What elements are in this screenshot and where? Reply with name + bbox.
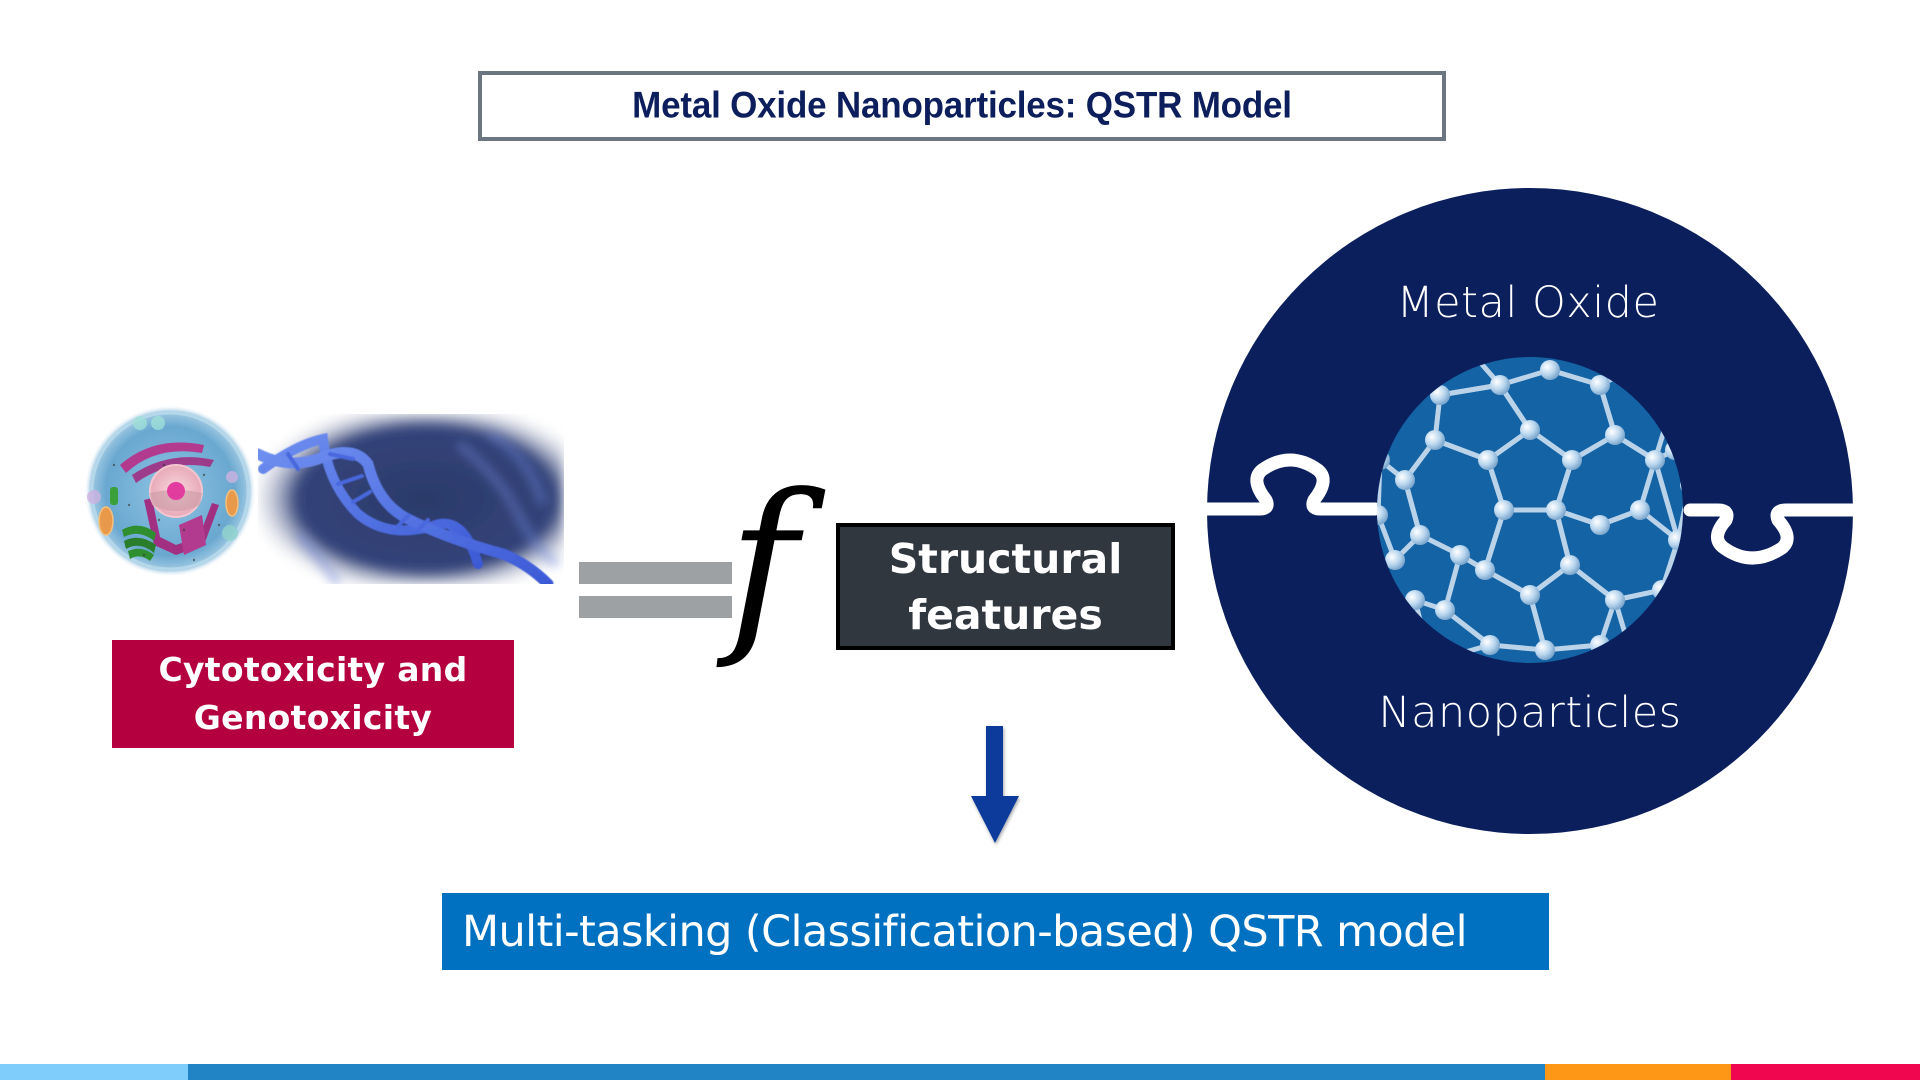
equals-icon-top-bar	[579, 562, 732, 584]
metal-oxide-label: Metal Oxide	[1396, 278, 1660, 328]
title-box: Metal Oxide Nanoparticles: QSTR Model	[478, 71, 1446, 141]
toxicity-label-line1: Cytotoxicity and	[158, 650, 468, 689]
toxicity-endpoint-box: Cytotoxicity and Genotoxicity	[112, 640, 514, 748]
toxicity-label-line2: Genotoxicity	[193, 698, 433, 737]
accent-segment-pink	[1731, 1064, 1920, 1080]
bottom-accent-bar	[0, 1064, 1920, 1080]
nanoparticles-label: Nanoparticles	[1378, 688, 1682, 738]
accent-segment-blue	[188, 1064, 1545, 1080]
function-symbol: f	[728, 454, 798, 673]
nanoparticle-puzzle-graphic: Metal Oxide Nanoparticles	[1200, 180, 1860, 840]
result-model-label: Multi-tasking (Classification-based) QST…	[462, 906, 1468, 957]
cell-illustration	[84, 405, 256, 577]
arrow-down-icon	[971, 726, 1019, 843]
puzzle-circle-icon	[1200, 188, 1860, 834]
features-label-line2: features	[908, 590, 1103, 639]
features-label-line1: Structural	[888, 534, 1123, 583]
result-model-box: Multi-tasking (Classification-based) QST…	[442, 893, 1549, 970]
slide-title: Metal Oxide Nanoparticles: QSTR Model	[632, 85, 1292, 126]
accent-segment-light-blue	[0, 1064, 188, 1080]
accent-segment-orange	[1545, 1064, 1731, 1080]
equals-icon-bottom-bar	[579, 596, 732, 618]
dna-illustration	[258, 414, 564, 584]
structural-features-box: Structural features	[836, 523, 1175, 650]
